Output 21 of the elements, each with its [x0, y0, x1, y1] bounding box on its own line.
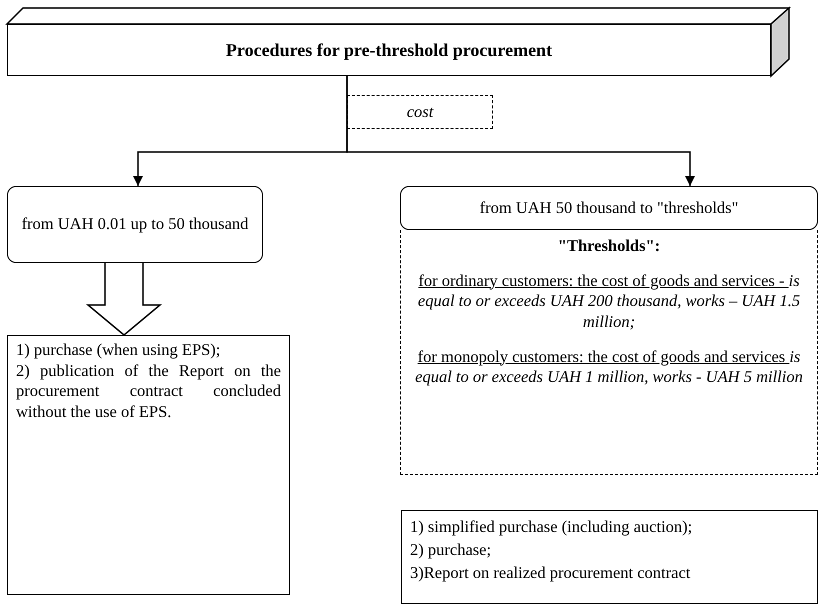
arrow: [346, 76, 695, 186]
list-item: 3)Report on realized procurement contract: [410, 562, 692, 584]
list-item: 2) publication of the Report on the procurement contract concluded without the use of EPS.: [16, 360, 281, 422]
box-label: from UAH 50 thousand to "thresholds": [480, 198, 738, 218]
panel-heading: "Thresholds":: [556, 236, 662, 257]
procedure-list-box: [401, 510, 818, 604]
block-arrow: [86, 262, 162, 336]
range-box: [7, 186, 263, 263]
list-item: 1) purchase (when using EPS);: [16, 340, 222, 361]
list-item: 1) simplified purchase (including auction);: [410, 516, 694, 538]
procedure-list-box: [7, 335, 290, 595]
title-banner: [7, 24, 771, 76]
threshold-text: for ordinary customers: the cost of goods and services - is equal to or exceeds UAH 200 thousand, works – UAH 1.5 million;: [416, 270, 802, 332]
threshold-text: for monopoly customers: the cost of goods and services is equal to or exceeds UAH 1 million, works - UAH 5 million: [414, 346, 804, 388]
box-label: from UAH 0.01 up to 50 thousand: [22, 214, 248, 235]
list-item: 2) purchase;: [410, 539, 492, 562]
thresholds-panel: [400, 230, 818, 475]
condition-box: [347, 95, 493, 129]
box-label: cost: [406, 102, 434, 122]
title-text: Procedures for pre-threshold procurement: [226, 38, 552, 62]
range-box: [400, 186, 818, 230]
